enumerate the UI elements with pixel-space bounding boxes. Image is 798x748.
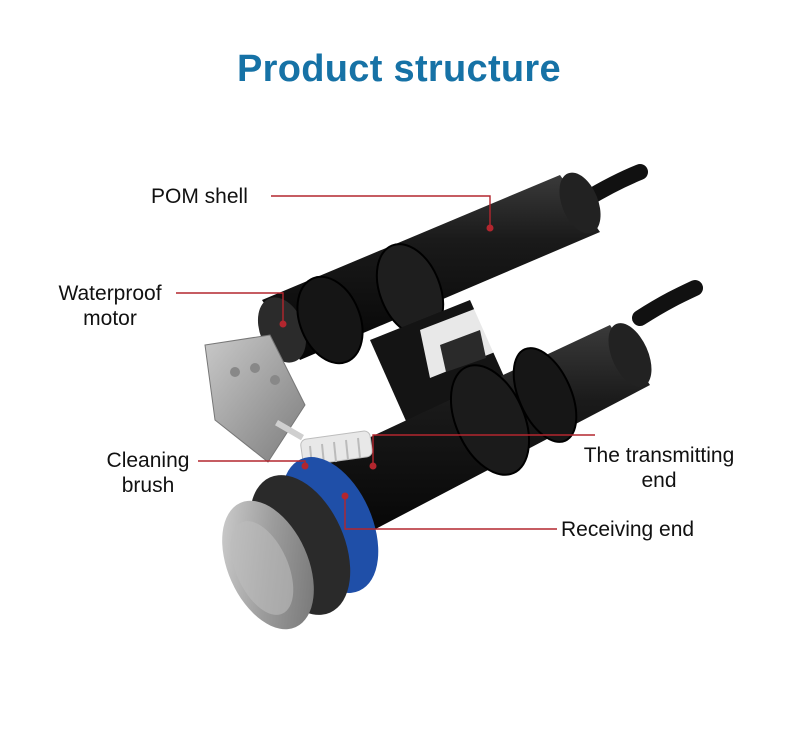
label-pom-shell-text: POM shell — [151, 185, 248, 208]
motor-plate — [204, 334, 306, 463]
label-pom-shell: POM shell — [151, 184, 248, 209]
cleaning-brush — [300, 430, 373, 467]
label-waterproof-motor: Waterproof motor — [44, 281, 176, 331]
leader-pom-shell — [271, 195, 491, 225]
label-waterproof-motor-line1: Waterproof — [58, 282, 162, 305]
label-transmitting-end: The transmitting end — [566, 443, 752, 493]
label-receiving-end: Receiving end — [561, 517, 694, 542]
page-title: Product structure — [237, 48, 561, 90]
label-cleaning-brush: Cleaning brush — [94, 448, 202, 498]
leader-cleaning-brush — [198, 460, 306, 465]
lower-front — [222, 457, 379, 630]
leader-lines — [176, 195, 595, 530]
lower-cable — [632, 280, 703, 326]
leader-waterproof-motor — [176, 292, 284, 321]
leader-transmitting-end — [372, 434, 595, 465]
leader-dots — [279, 224, 494, 500]
leader-receiving-end — [344, 497, 557, 530]
label-receiving-end-text: Receiving end — [561, 518, 695, 541]
label-transmitting-end-line1: The transmitting — [583, 444, 735, 467]
label-waterproof-motor-line2: motor — [83, 307, 137, 330]
label-cleaning-brush-line2: brush — [121, 474, 175, 497]
label-cleaning-brush-line1: Cleaning — [106, 449, 190, 472]
label-transmitting-end-line2: end — [641, 469, 677, 492]
